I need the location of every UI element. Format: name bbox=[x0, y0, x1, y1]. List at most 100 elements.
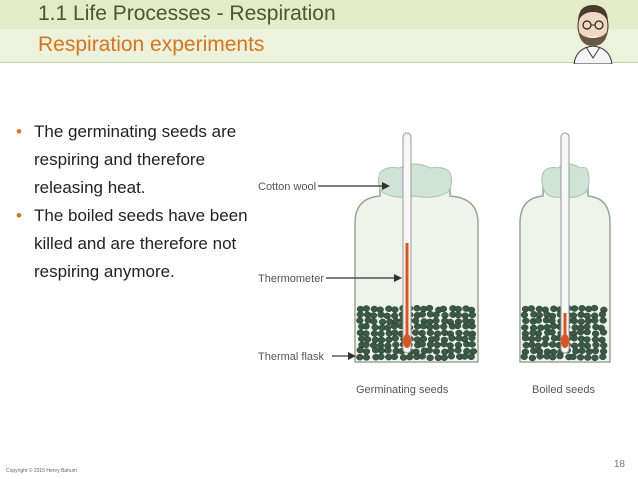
seed bbox=[440, 340, 448, 348]
arrow-head bbox=[382, 182, 390, 190]
seed bbox=[528, 341, 536, 348]
seed bbox=[432, 348, 441, 355]
seed bbox=[520, 353, 528, 360]
seed bbox=[384, 324, 392, 331]
seed bbox=[590, 304, 599, 312]
seed bbox=[419, 322, 428, 330]
mercury-column bbox=[563, 313, 567, 341]
header-divider bbox=[0, 62, 638, 63]
seed bbox=[583, 336, 591, 343]
seed bbox=[405, 353, 414, 361]
seed bbox=[390, 353, 399, 361]
seed bbox=[448, 335, 456, 342]
seed bbox=[426, 323, 434, 331]
seed bbox=[592, 341, 600, 349]
seed bbox=[468, 322, 476, 330]
seed bbox=[454, 305, 462, 313]
mercury-column bbox=[405, 243, 409, 341]
bullet-dot: • bbox=[16, 206, 22, 225]
seed bbox=[570, 317, 578, 325]
seed bbox=[591, 347, 600, 355]
seed bbox=[356, 346, 364, 354]
seed bbox=[362, 354, 371, 361]
seed bbox=[418, 329, 426, 337]
seed bbox=[425, 304, 434, 312]
seed bbox=[390, 322, 399, 330]
seed bbox=[391, 306, 399, 313]
seed bbox=[419, 335, 428, 343]
thermometer-bulb bbox=[561, 334, 569, 348]
seed bbox=[356, 317, 364, 324]
header-band-top bbox=[0, 0, 638, 29]
slide-title: 1.1 Life Processes - Respiration bbox=[38, 2, 336, 25]
seed bbox=[411, 329, 420, 336]
seed bbox=[548, 341, 557, 348]
seed bbox=[418, 311, 427, 318]
seed bbox=[370, 318, 378, 325]
seed bbox=[356, 311, 364, 318]
seed bbox=[534, 335, 542, 342]
bullet-text: The germinating seeds are respiring and … bbox=[34, 122, 237, 197]
seed bbox=[413, 336, 421, 343]
bullet-text: The boiled seeds have been killed and ar… bbox=[34, 206, 248, 281]
seed bbox=[468, 311, 477, 319]
bullet-dot: • bbox=[16, 122, 22, 141]
seed bbox=[541, 340, 549, 348]
seed bbox=[432, 335, 440, 342]
seed bbox=[570, 305, 579, 312]
seed bbox=[385, 336, 393, 343]
seed-pile bbox=[356, 304, 478, 362]
seed bbox=[572, 347, 580, 355]
seed bbox=[441, 312, 449, 319]
seed bbox=[576, 328, 585, 336]
boiled-seeds-label: Boiled seeds bbox=[532, 384, 595, 396]
seed bbox=[584, 317, 593, 325]
seed bbox=[432, 311, 440, 319]
seed bbox=[535, 311, 543, 319]
seed bbox=[391, 312, 399, 320]
seed bbox=[391, 334, 399, 342]
seed bbox=[371, 324, 379, 331]
cotton-wool-label: Cotton wool bbox=[258, 181, 316, 193]
seed bbox=[377, 347, 386, 354]
seed bbox=[447, 352, 455, 360]
seed bbox=[399, 354, 408, 361]
bullet-item: • The germinating seeds are respiring an… bbox=[16, 118, 248, 202]
author-avatar bbox=[573, 5, 613, 64]
seed bbox=[384, 347, 392, 354]
seed bbox=[418, 353, 426, 360]
seed bbox=[377, 353, 385, 360]
slide-subtitle: Respiration experiments bbox=[38, 33, 265, 56]
seed bbox=[426, 329, 434, 337]
seed bbox=[591, 317, 599, 324]
seed bbox=[467, 353, 475, 360]
seed bbox=[432, 317, 440, 324]
seed bbox=[454, 311, 462, 319]
seed bbox=[370, 330, 379, 337]
seed bbox=[599, 329, 608, 336]
seed bbox=[577, 318, 585, 325]
seed bbox=[418, 341, 426, 348]
seed bbox=[583, 328, 591, 336]
seed bbox=[383, 312, 391, 320]
seed bbox=[599, 348, 608, 355]
seed bbox=[583, 342, 592, 350]
label-thermal-flask: Thermal flask bbox=[258, 351, 356, 363]
bullet-list: • The germinating seeds are respiring an… bbox=[16, 118, 248, 286]
seed bbox=[356, 353, 364, 361]
seed bbox=[461, 353, 469, 360]
seed bbox=[362, 323, 370, 330]
seed bbox=[453, 322, 462, 330]
seed bbox=[392, 341, 400, 349]
respiration-diagram: Cotton wool Thermometer Thermal flask Ge… bbox=[258, 132, 611, 396]
seed bbox=[369, 312, 378, 319]
seed bbox=[537, 324, 545, 331]
thermometer-label: Thermometer bbox=[258, 273, 324, 285]
seed bbox=[585, 348, 593, 355]
seed bbox=[578, 347, 586, 355]
label-cotton-wool: Cotton wool bbox=[258, 181, 390, 193]
seed bbox=[570, 334, 578, 342]
seed bbox=[363, 336, 372, 343]
seed bbox=[527, 305, 535, 312]
thermometer-bulb bbox=[403, 334, 411, 348]
